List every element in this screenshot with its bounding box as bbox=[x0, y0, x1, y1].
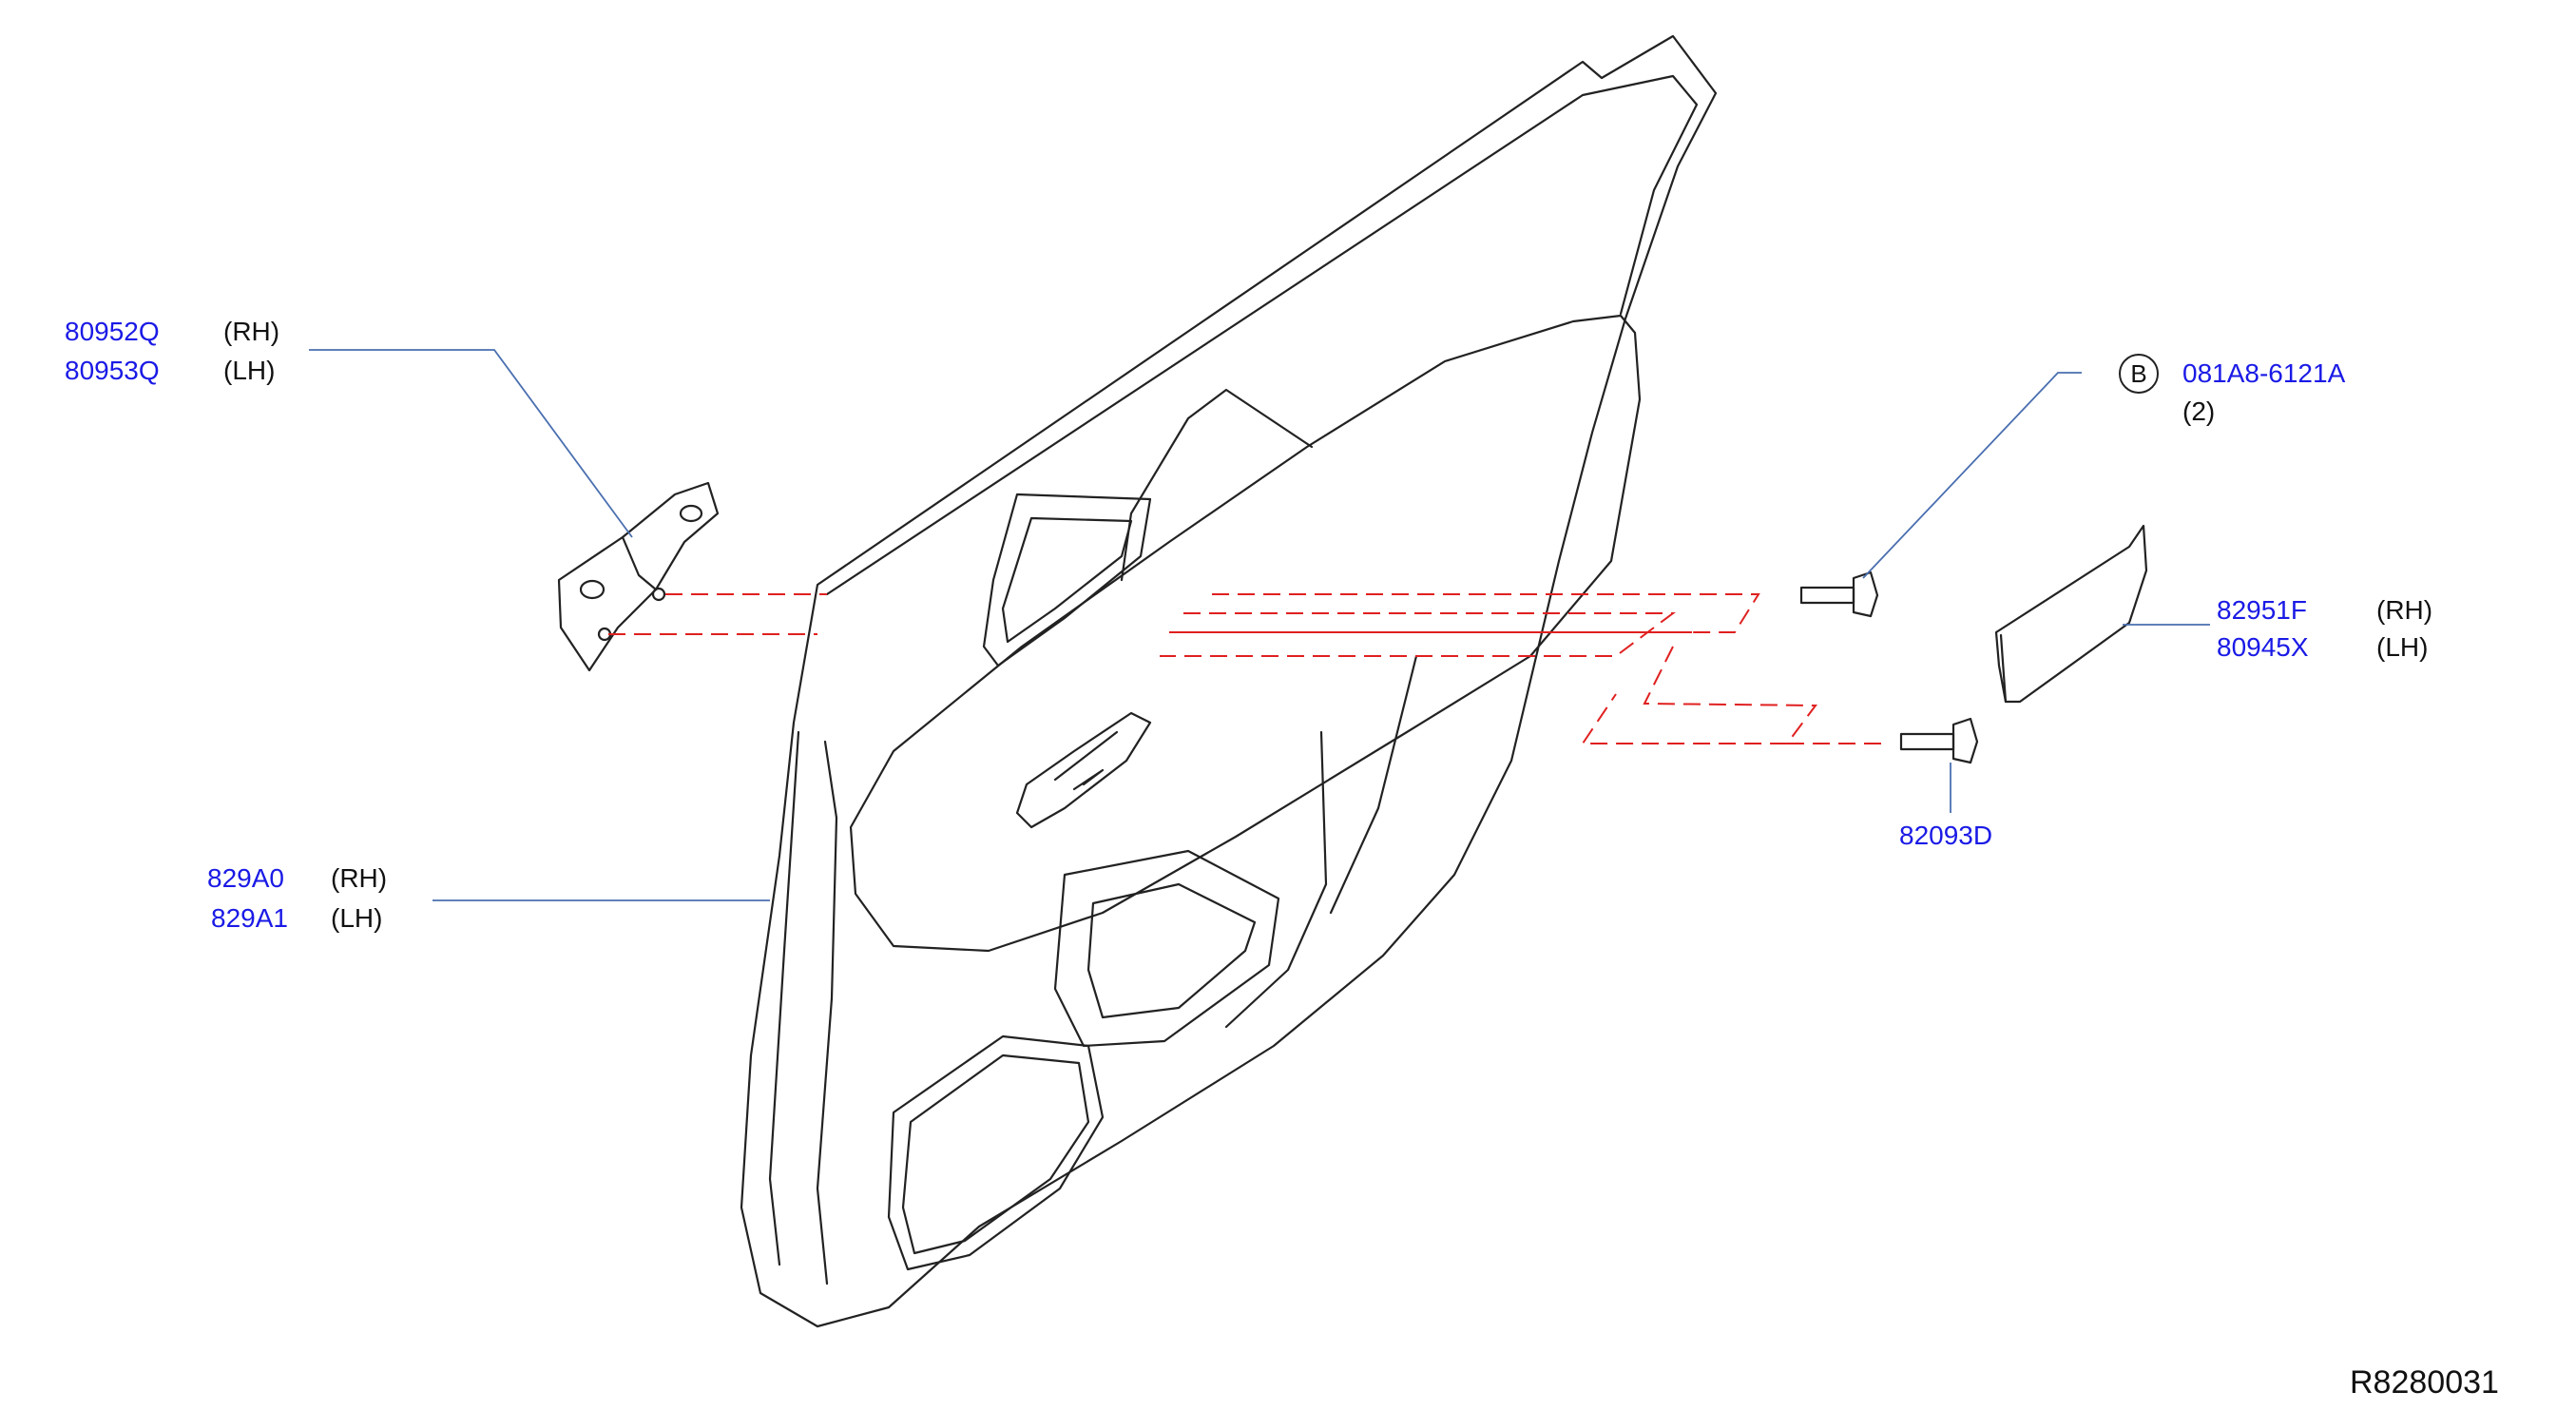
screw bbox=[1899, 717, 1979, 764]
door-trim-panel bbox=[740, 34, 1718, 1328]
trim-lh-side: (LH) bbox=[331, 903, 383, 933]
assembly-guide-lines bbox=[608, 593, 1887, 744]
leader-lines bbox=[309, 349, 2210, 901]
bolt-part-number: 081A8-6121A bbox=[2182, 358, 2346, 388]
bracket-rh-part-number: 80952Q bbox=[65, 317, 160, 346]
armrest-cover bbox=[1994, 524, 2148, 704]
bracket-lh-part-number: 80953Q bbox=[65, 356, 160, 385]
cover-rh-side: (RH) bbox=[2376, 595, 2433, 625]
cover-lh-side: (LH) bbox=[2376, 632, 2429, 662]
diagram-reference-id: R8280031 bbox=[2350, 1364, 2499, 1401]
callout-b: B bbox=[2119, 354, 2159, 394]
trim-rh-part-number: 829A0 bbox=[207, 863, 284, 893]
cover-lh-part-number: 80945X bbox=[2217, 632, 2309, 662]
bolt-quantity: (2) bbox=[2182, 396, 2216, 426]
trim-lh-part-number: 829A1 bbox=[211, 903, 288, 933]
bracket-lh-side: (LH) bbox=[223, 356, 276, 385]
bolt-clip bbox=[1799, 570, 1879, 618]
door-trim-bracket bbox=[557, 481, 720, 672]
bracket-rh-side: (RH) bbox=[223, 317, 280, 346]
trim-rh-side: (RH) bbox=[331, 863, 388, 893]
cover-rh-part-number: 82951F bbox=[2217, 595, 2307, 625]
screw-part-number: 82093D bbox=[1899, 821, 1993, 850]
